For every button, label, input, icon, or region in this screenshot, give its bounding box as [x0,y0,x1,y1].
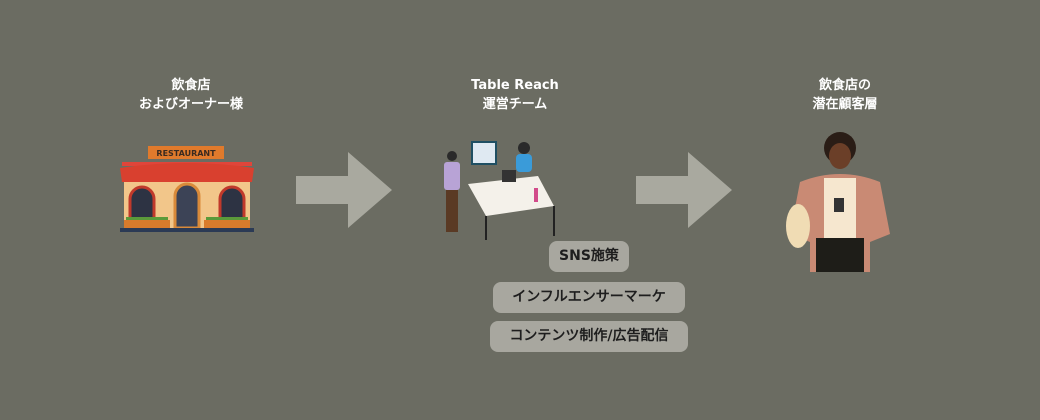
label-line: 運営チーム [482,97,548,112]
service-pill-influencer: インフルエンサーマーケ [493,282,685,313]
service-pill-sns: SNS施策 [549,241,629,272]
team-label: Table Reach 運営チーム [415,76,615,114]
label-line: 潜在顧客層 [812,97,878,112]
label-line: およびオーナー様 [138,97,243,112]
label-line: 飲食店の [818,78,871,93]
service-pill-content-ads: コンテンツ制作/広告配信 [490,321,688,352]
team-illustration [444,141,555,240]
customer-illustration [786,132,890,272]
restaurant-sign: RESTAURANT [156,149,216,158]
customer-label: 飲食店の 潜在顧客層 [745,76,945,114]
restaurant-illustration: RESTAURANT [120,146,254,232]
label-line: 飲食店 [171,78,211,93]
arrow-right-icon [296,152,392,228]
restaurant-owner-label: 飲食店 およびオーナー様 [91,76,291,114]
label-line: Table Reach [471,78,559,93]
arrow-right-icon [636,152,732,228]
